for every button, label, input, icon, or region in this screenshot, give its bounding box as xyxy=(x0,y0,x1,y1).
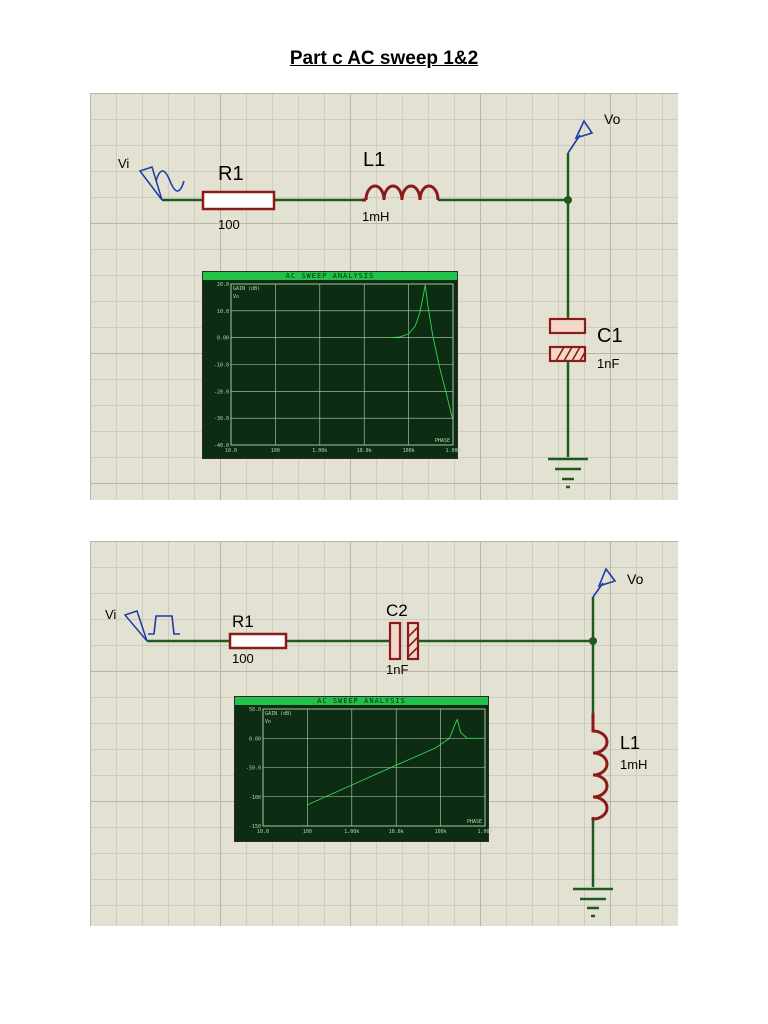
l1-value: 1mH xyxy=(620,757,647,772)
voltage-probe-icon xyxy=(592,567,617,598)
y-tick-label: -150 xyxy=(249,824,261,830)
footer-label: PHASE xyxy=(435,438,450,444)
resistor-r1 xyxy=(201,190,276,211)
footer-label: PHASE xyxy=(467,819,482,825)
y-tick-label: -50.0 xyxy=(246,766,261,772)
schematic-1: Vi R1 100 L1 1mH Vo C1 1nF xyxy=(90,93,678,500)
trace-tag: Vo xyxy=(233,294,239,300)
ground-icon xyxy=(573,887,613,918)
x-tick-label: 1.00k xyxy=(312,448,327,454)
x-tick-label: 1.00M xyxy=(477,829,492,835)
source-label: Vi xyxy=(118,156,129,171)
graph-header: AC SWEEP ANALYSIS xyxy=(203,272,457,280)
y-axis-title: GAIN (dB) xyxy=(265,711,292,717)
capacitor-c1 xyxy=(548,298,587,365)
junction-dot xyxy=(564,196,572,204)
inductor-l1 xyxy=(591,713,609,821)
y-tick-label: -100 xyxy=(249,795,261,801)
schematic-1-drawing: Vi R1 100 L1 1mH Vo C1 1nF xyxy=(118,111,623,489)
l1-name: L1 xyxy=(620,733,640,753)
capacitor-c2 xyxy=(388,621,420,661)
trace-tag: Vo xyxy=(265,719,271,725)
pulse-source-icon xyxy=(123,610,180,642)
y-tick-label: -10.0 xyxy=(214,363,229,369)
ground-icon xyxy=(548,457,588,489)
probe-label: Vo xyxy=(627,571,644,587)
y-tick-label: 10.0 xyxy=(217,309,229,315)
c2-value: 1nF xyxy=(386,662,408,677)
schematic-2-drawing: Vi R1 100 C2 1nF Vo L1 1mH xyxy=(105,567,647,918)
l1-value: 1mH xyxy=(362,209,389,224)
page-title: Part c AC sweep 1&2 xyxy=(289,48,479,69)
x-tick-label: 100 xyxy=(303,829,312,835)
c2-name: C2 xyxy=(386,601,408,620)
voltage-probe-icon xyxy=(567,119,594,154)
probe-label: Vo xyxy=(604,111,621,127)
r1-value: 100 xyxy=(218,217,240,232)
c1-value: 1nF xyxy=(597,356,619,371)
gain-trace xyxy=(390,284,454,421)
y-tick-label: -20.0 xyxy=(214,389,229,395)
resistor-r1 xyxy=(228,632,288,650)
x-tick-label: 100k xyxy=(435,829,447,835)
l1-name: L1 xyxy=(363,149,385,171)
y-tick-label: 50.0 xyxy=(249,707,261,713)
y-tick-label: 0.00 xyxy=(249,736,261,742)
y-tick-label: -40.0 xyxy=(214,443,229,449)
y-tick-label: 20.0 xyxy=(217,282,229,288)
c1-name: C1 xyxy=(597,325,623,347)
gain-trace xyxy=(307,718,485,806)
source-label: Vi xyxy=(105,607,116,622)
graph-header: AC SWEEP ANALYSIS xyxy=(235,697,488,705)
x-tick-label: 100k xyxy=(403,448,415,454)
sine-source-icon xyxy=(138,166,185,201)
inductor-l1 xyxy=(362,184,440,202)
x-tick-label: 10.0 xyxy=(257,829,269,835)
x-tick-label: 10.0k xyxy=(389,829,404,835)
x-tick-label: 1.00k xyxy=(344,829,359,835)
x-tick-label: 1.00M xyxy=(445,448,460,454)
r1-name: R1 xyxy=(232,612,254,631)
ac-sweep-graph-1: AC SWEEP ANALYSIS 20.0 10.0 0.00 -10.0 -20.0… xyxy=(202,271,461,459)
x-tick-label: 10.0 xyxy=(225,448,237,454)
r1-value: 100 xyxy=(232,651,254,666)
y-tick-label: -30.0 xyxy=(214,416,229,422)
junction-dot xyxy=(589,637,597,645)
schematic-2: Vi R1 100 C2 1nF Vo L1 1mH xyxy=(90,541,678,926)
y-tick-label: 0.00 xyxy=(217,336,229,342)
r1-name: R1 xyxy=(218,163,244,185)
x-tick-label: 100 xyxy=(271,448,280,454)
y-axis-title: GAIN (dB) xyxy=(233,286,260,292)
x-tick-label: 10.0k xyxy=(357,448,372,454)
